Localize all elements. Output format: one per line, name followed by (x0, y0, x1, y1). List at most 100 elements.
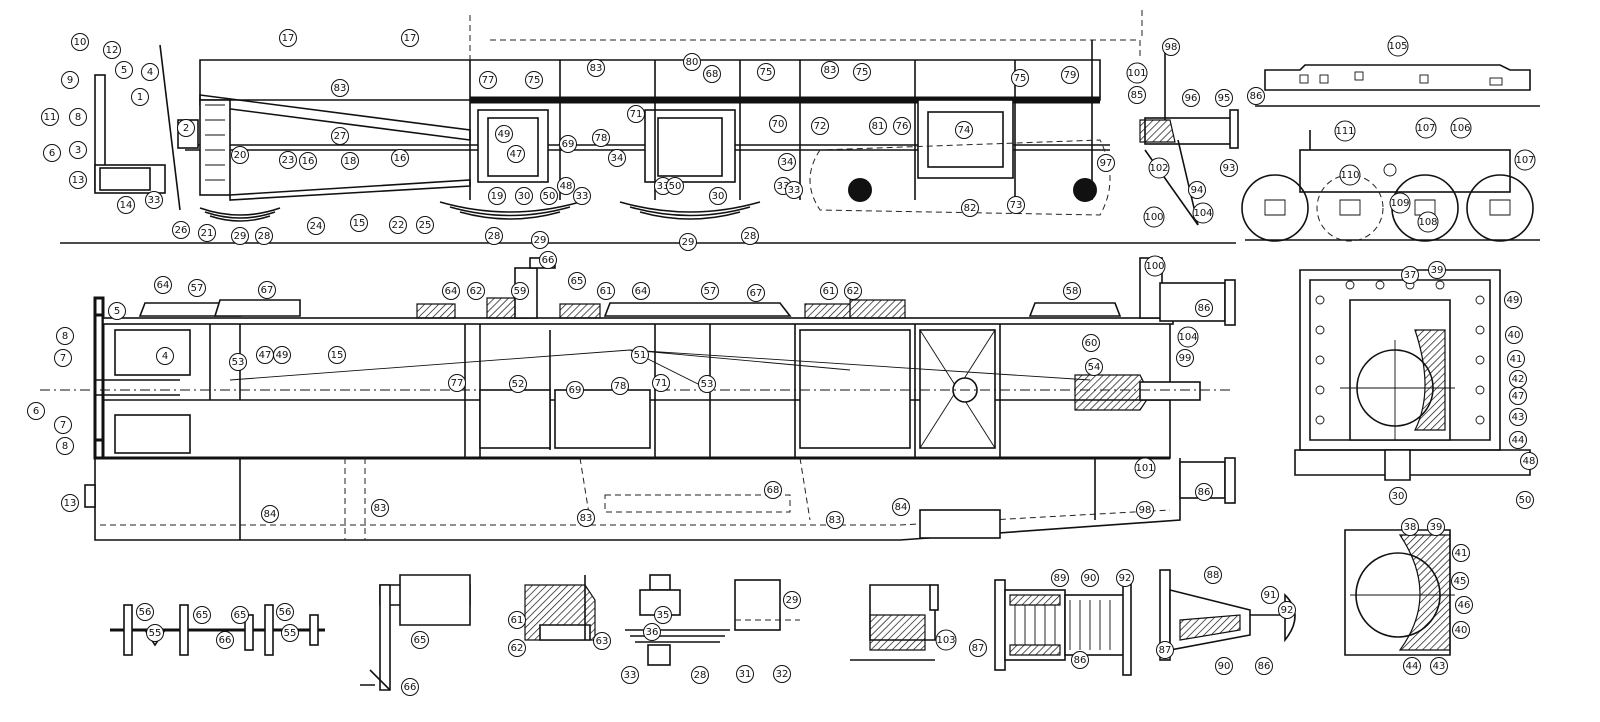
callout-axlebox-section-46: 46 (1455, 596, 1473, 614)
callout-side-13: 13 (69, 171, 87, 189)
callout-details-32: 32 (773, 665, 791, 683)
callout-side-78: 78 (592, 129, 610, 147)
svg-text:88: 88 (1207, 570, 1220, 581)
detail-wheel-tyre (524, 575, 596, 641)
svg-text:78: 78 (614, 381, 627, 392)
callout-plan-15: 15 (328, 346, 346, 364)
svg-text:71: 71 (630, 109, 643, 120)
callout-plan-7: 7 (54, 349, 72, 367)
svg-text:82: 82 (964, 203, 977, 214)
callout-side-75: 75 (853, 63, 871, 81)
svg-text:29: 29 (786, 595, 799, 606)
svg-text:65: 65 (234, 610, 247, 621)
callout-side-72: 72 (811, 117, 829, 135)
callout-plan-53: 53 (698, 375, 716, 393)
svg-text:90: 90 (1218, 661, 1231, 672)
callout-axlebox-39: 39 (1428, 261, 1446, 279)
svg-text:84: 84 (895, 502, 908, 513)
callout-side-2: 2 (177, 119, 195, 137)
callout-side-19: 19 (488, 187, 506, 205)
callout-side-68: 68 (703, 65, 721, 83)
svg-text:31: 31 (739, 669, 752, 680)
callout-plan-60: 60 (1082, 334, 1100, 352)
callout-end-view-105: 105 (1387, 35, 1409, 57)
plan-view (40, 257, 1236, 541)
callout-side-33: 33 (785, 181, 803, 199)
svg-text:38: 38 (1404, 522, 1417, 533)
svg-text:65: 65 (571, 276, 584, 287)
callout-side-48: 48 (557, 177, 575, 195)
svg-text:92: 92 (1281, 605, 1294, 616)
callout-side-24: 24 (307, 217, 325, 235)
callout-side-17: 17 (401, 29, 419, 47)
callout-axlebox-44: 44 (1509, 431, 1527, 449)
svg-text:77: 77 (482, 75, 495, 86)
callout-end-view-107: 107 (1514, 149, 1536, 171)
svg-text:96: 96 (1185, 93, 1198, 104)
svg-text:65: 65 (414, 635, 427, 646)
callout-side-76: 76 (893, 117, 911, 135)
svg-text:4: 4 (162, 351, 168, 362)
svg-text:20: 20 (234, 150, 247, 161)
svg-text:63: 63 (596, 636, 609, 647)
callout-side-27: 27 (331, 127, 349, 145)
svg-text:48: 48 (1523, 456, 1536, 467)
callout-plan-68: 68 (764, 481, 782, 499)
svg-text:104: 104 (1193, 208, 1212, 219)
callout-axlebox-42: 42 (1509, 370, 1527, 388)
callout-details-90: 90 (1081, 569, 1099, 587)
callout-end-view-110: 110 (1339, 164, 1361, 186)
callout-plan-58: 58 (1063, 282, 1081, 300)
callout-details-86: 86 (1255, 657, 1273, 675)
svg-text:66: 66 (542, 255, 555, 266)
svg-text:70: 70 (772, 119, 785, 130)
svg-text:13: 13 (72, 175, 85, 186)
svg-text:83: 83 (580, 513, 593, 524)
svg-text:83: 83 (590, 63, 603, 74)
svg-text:76: 76 (896, 121, 909, 132)
callout-side-77: 77 (479, 71, 497, 89)
svg-text:21: 21 (201, 228, 214, 239)
svg-text:17: 17 (282, 33, 295, 44)
svg-text:89: 89 (1054, 573, 1067, 584)
svg-text:48: 48 (560, 181, 573, 192)
svg-text:18: 18 (344, 156, 357, 167)
callout-plan-104: 104 (1177, 326, 1199, 348)
svg-text:81: 81 (872, 121, 885, 132)
svg-text:100: 100 (1145, 261, 1164, 272)
callout-plan-57: 57 (188, 279, 206, 297)
svg-text:75: 75 (760, 67, 773, 78)
svg-text:40: 40 (1508, 330, 1521, 341)
callout-side-6: 6 (43, 144, 61, 162)
svg-text:101: 101 (1127, 68, 1146, 79)
callout-details-66: 66 (216, 631, 234, 649)
svg-text:34: 34 (611, 153, 624, 164)
callout-plan-83: 83 (577, 509, 595, 527)
svg-text:24: 24 (310, 221, 323, 232)
svg-text:84: 84 (264, 509, 277, 520)
svg-text:95: 95 (1218, 93, 1231, 104)
svg-text:111: 111 (1335, 126, 1354, 137)
svg-text:28: 28 (488, 231, 501, 242)
callout-side-83: 83 (587, 59, 605, 77)
callout-plan-61: 61 (820, 282, 838, 300)
detail-buffer-assembly (1159, 569, 1296, 661)
callout-axlebox-40: 40 (1505, 326, 1523, 344)
svg-text:86: 86 (1198, 487, 1211, 498)
svg-text:32: 32 (776, 669, 789, 680)
callout-side-4: 4 (141, 63, 159, 81)
svg-text:6: 6 (49, 148, 55, 159)
svg-text:14: 14 (120, 200, 133, 211)
svg-text:66: 66 (404, 682, 417, 693)
detail-crank-pin (360, 574, 471, 691)
svg-text:73: 73 (1010, 200, 1023, 211)
svg-text:52: 52 (512, 379, 525, 390)
callout-axlebox-section-39: 39 (1427, 518, 1445, 536)
svg-text:47: 47 (259, 350, 272, 361)
callout-details-87: 87 (969, 639, 987, 657)
detail-buffer-spring (994, 574, 1132, 676)
callout-plan-62: 62 (467, 282, 485, 300)
callout-details-61: 61 (508, 611, 526, 629)
svg-text:104: 104 (1178, 332, 1197, 343)
callout-side-30: 30 (515, 187, 533, 205)
